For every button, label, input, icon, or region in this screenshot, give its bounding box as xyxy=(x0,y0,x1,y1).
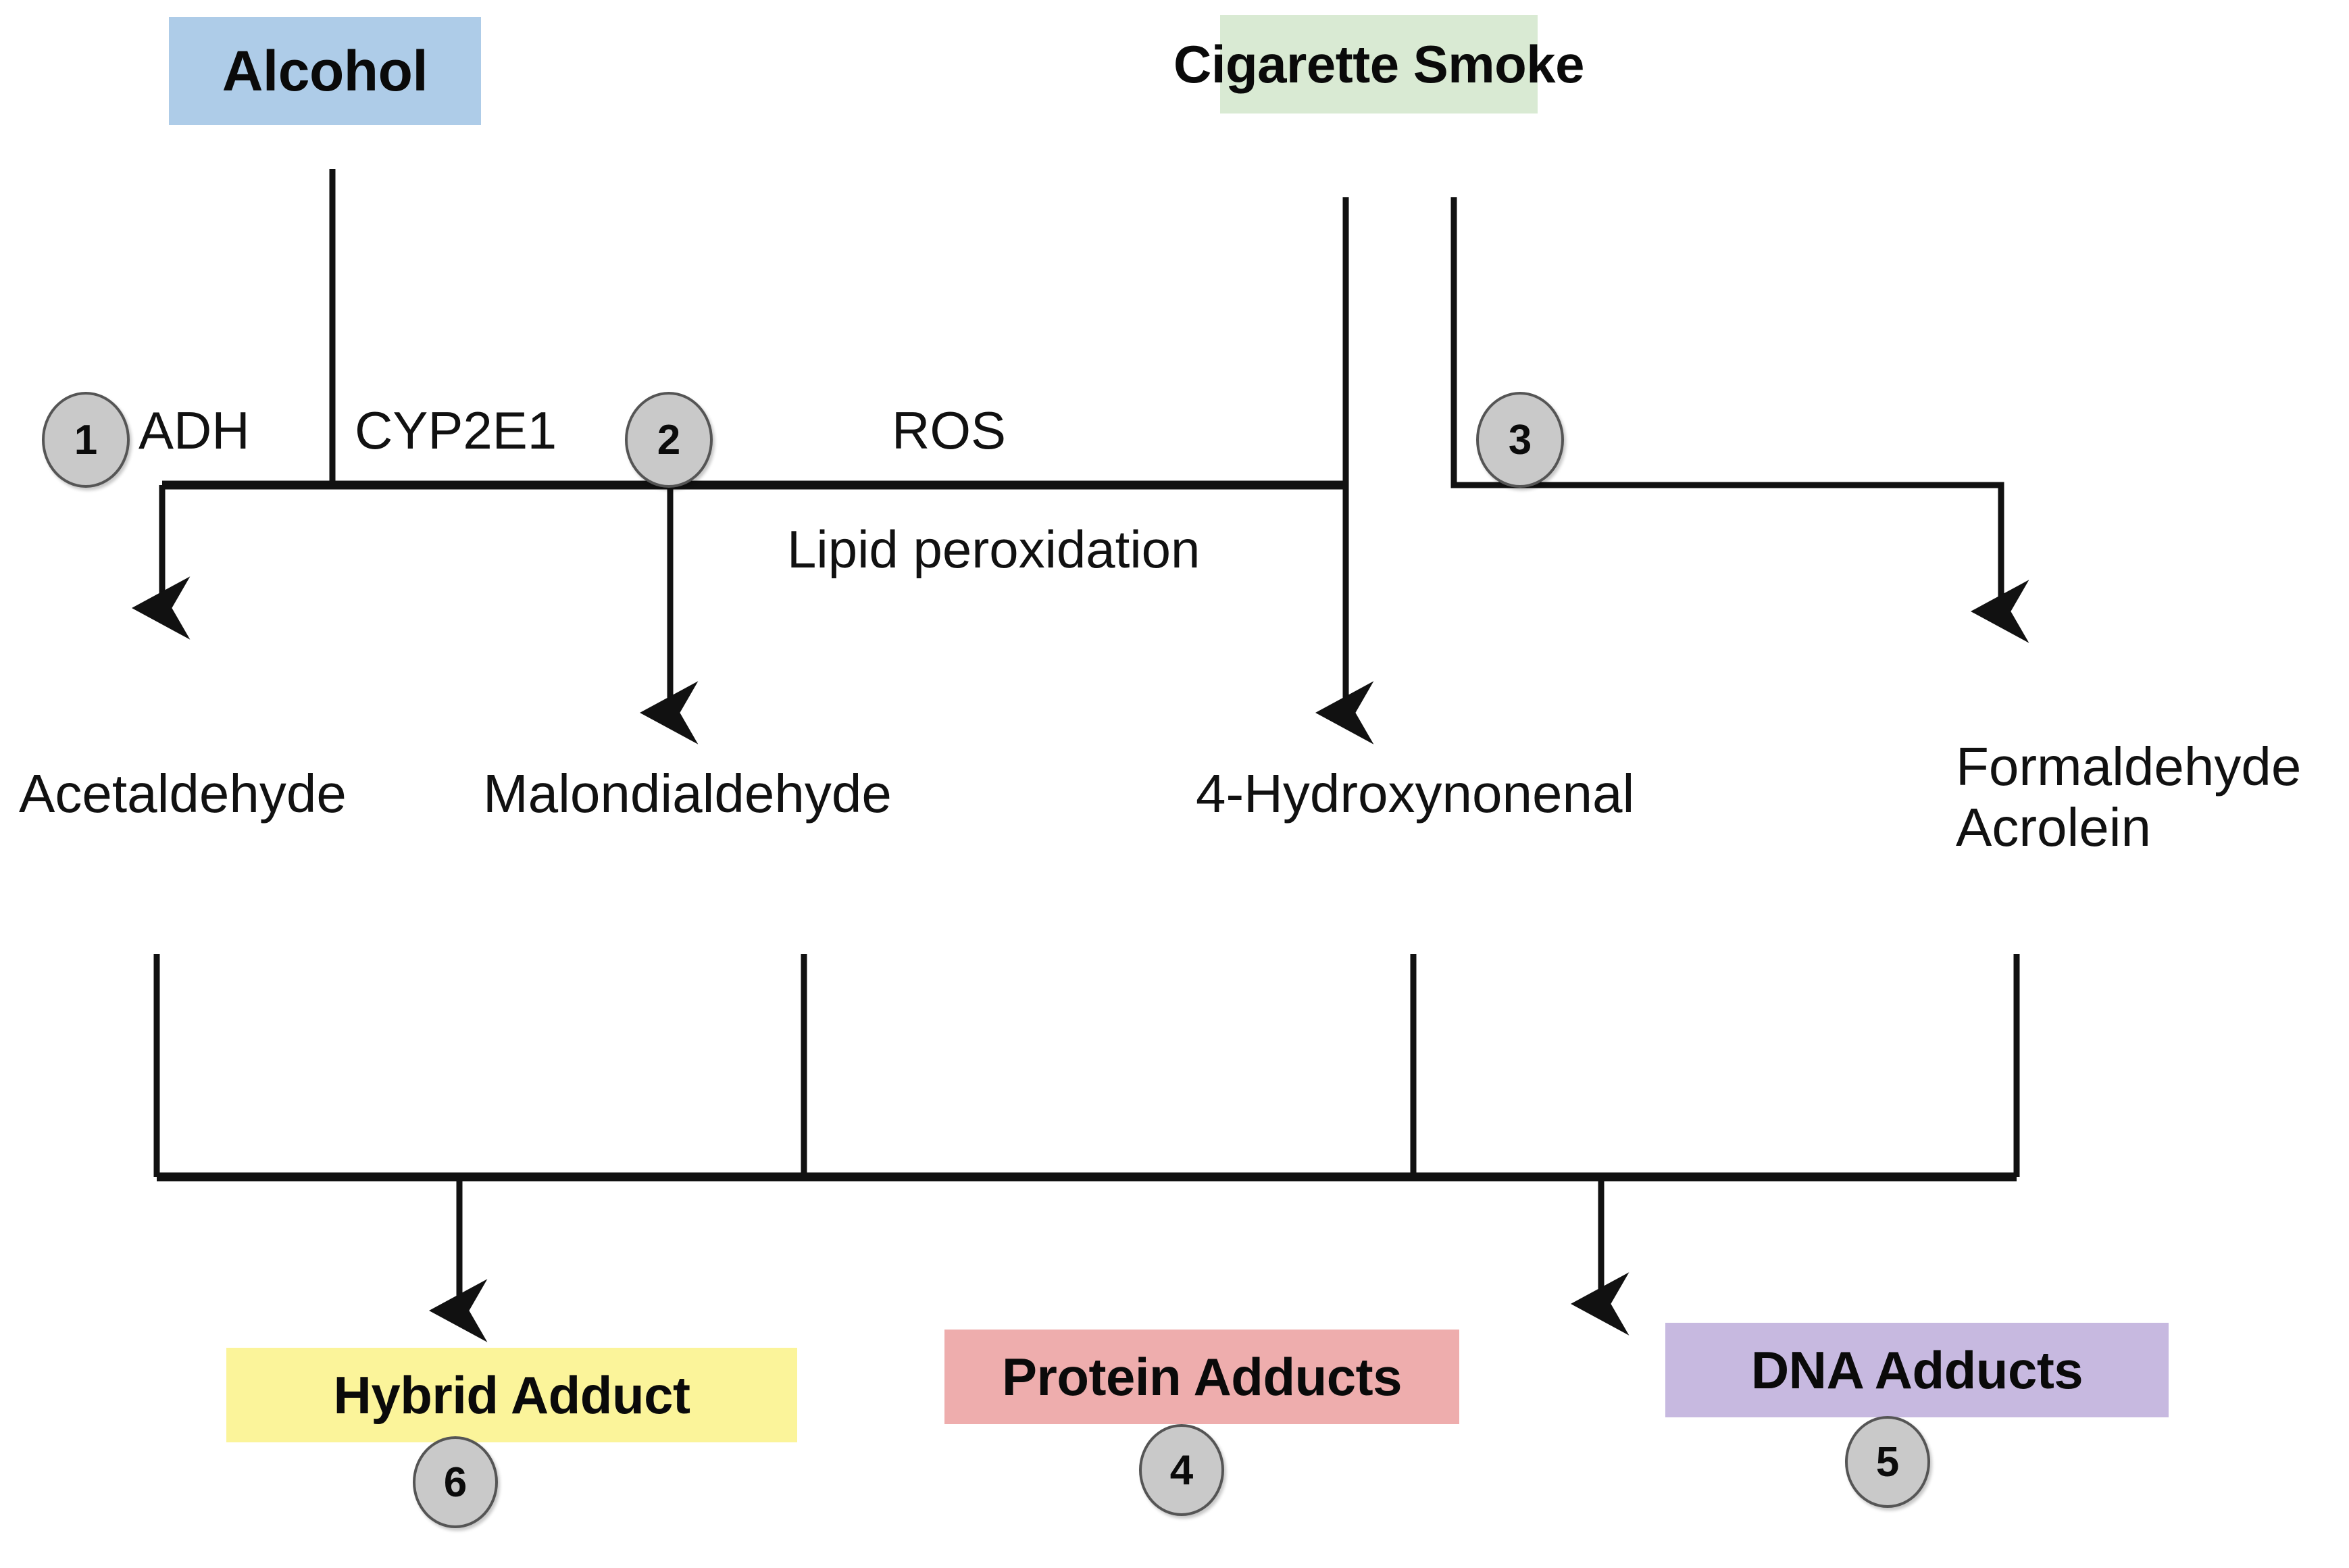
enzyme-label-adh: ADH xyxy=(138,401,250,460)
step-badge-2[interactable]: 2 xyxy=(625,392,713,488)
metabolite-label-malondialdehyde: Malondialdehyde xyxy=(483,763,892,824)
step-badge-5[interactable]: 5 xyxy=(1845,1416,1930,1508)
process-label-lipid-peroxidation: Lipid peroxidation xyxy=(787,520,1201,579)
enzyme-label-cyp2e1: CYP2E1 xyxy=(355,401,557,460)
product-box-hybrid-adduct[interactable]: Hybrid Adduct xyxy=(226,1348,797,1442)
process-label-ros: ROS xyxy=(892,401,1007,460)
product-box-dna-adducts[interactable]: DNA Adducts xyxy=(1665,1323,2169,1417)
product-box-protein-adducts[interactable]: Protein Adducts xyxy=(944,1330,1459,1424)
source-box-alcohol[interactable]: Alcohol xyxy=(169,17,481,125)
arrow-to-formaldehyde-acrolein xyxy=(1450,197,2029,643)
step-badge-4[interactable]: 4 xyxy=(1139,1424,1224,1516)
source-label-cigarette-smoke: Cigarette Smoke xyxy=(1173,34,1585,94)
source-label-alcohol: Alcohol xyxy=(222,39,428,103)
product-label-protein-adducts: Protein Adducts xyxy=(1002,1346,1402,1407)
product-label-hybrid-adduct: Hybrid Adduct xyxy=(333,1365,690,1425)
step-badge-1[interactable]: 1 xyxy=(42,392,130,488)
metabolite-label-4-hydroxynonenal: 4-Hydroxynonenal xyxy=(1196,763,1635,824)
step-badge-3[interactable]: 3 xyxy=(1476,392,1564,488)
step-badge-6[interactable]: 6 xyxy=(413,1436,498,1528)
metabolite-label-acetaldehyde: Acetaldehyde xyxy=(19,763,347,824)
product-label-dna-adducts: DNA Adducts xyxy=(1750,1340,2083,1400)
source-box-cigarette-smoke[interactable]: Cigarette Smoke xyxy=(1173,15,1585,113)
